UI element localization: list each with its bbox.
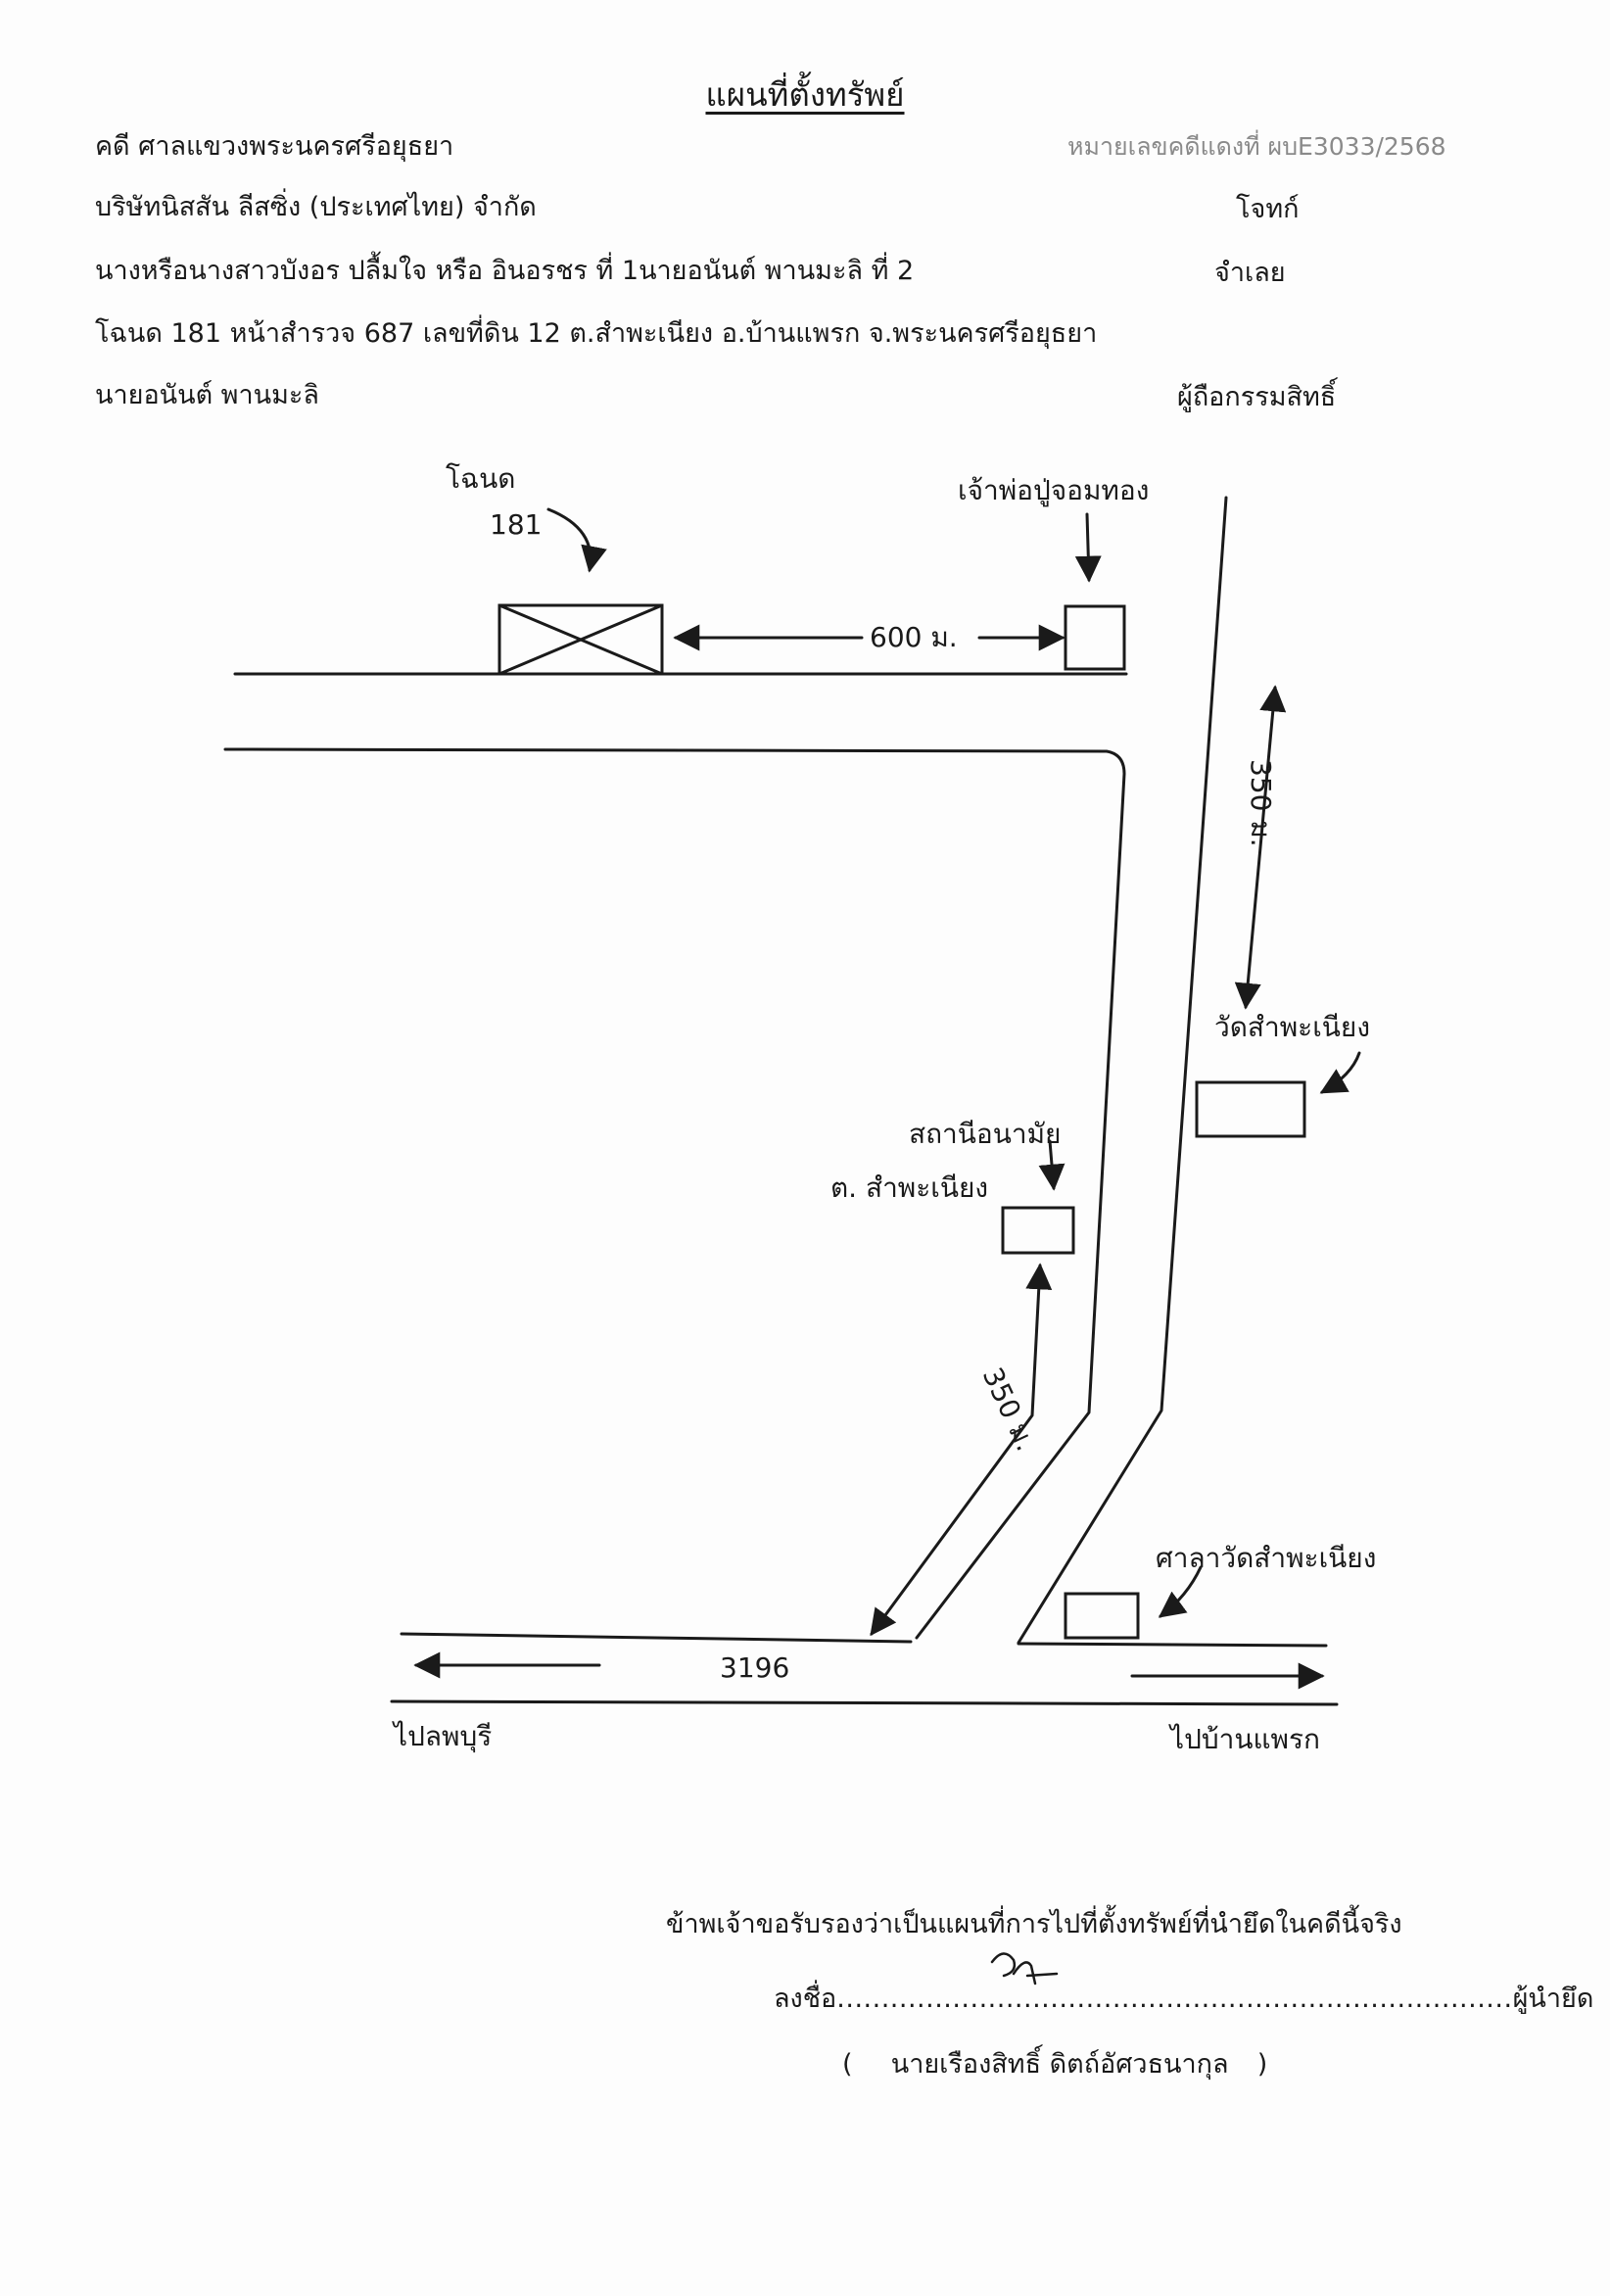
temple-label: วัดสำพะเนียง bbox=[1214, 1011, 1370, 1043]
court-line: คดี ศาลแขวงพระนครศรีอยุธยา bbox=[95, 131, 454, 162]
deed-number: 181 bbox=[490, 508, 542, 541]
distance-350-temple-arrow bbox=[1234, 685, 1287, 1010]
highway-top-edge bbox=[400, 1632, 913, 1644]
deed-line: โฉนด 181 หน้าสำรวจ 687 เลขที่ดิน 12 ต.สำ… bbox=[95, 318, 1098, 349]
defendant-name: นางหรือนางสาวบังอร ปลื้มใจ หรือ อินอรชร … bbox=[95, 256, 915, 286]
defendant-role: จำเลย bbox=[1214, 258, 1286, 288]
signer-line: ( นายเรืองสิทธิ์ ดิตถ์อัศวธนากุล ) bbox=[842, 2042, 1267, 2084]
shrine-label: เจ้าพ่อปู่จอมทอง bbox=[958, 474, 1149, 507]
health-center-label-line1: สถานีอนามัย bbox=[909, 1118, 1061, 1150]
owner-role: ผู้ถือกรรมสิทธิ์ bbox=[1177, 382, 1337, 412]
to-lopburi-label: ไปลพบุรี bbox=[392, 1720, 492, 1753]
handwritten-signature bbox=[990, 1952, 1059, 1985]
shrine-building bbox=[1064, 604, 1126, 671]
upper-road-bottom-edge bbox=[223, 747, 1126, 1640]
plaintiff-role: โจทก์ bbox=[1236, 194, 1300, 224]
temple-pointer-arrow bbox=[1319, 1051, 1361, 1094]
sign-dots: ........................................… bbox=[836, 1984, 1513, 2014]
health-pointer-arrow bbox=[1038, 1139, 1065, 1191]
distance-temple-label: 350 ม. bbox=[1245, 759, 1277, 847]
distance-350-health-arrow bbox=[870, 1263, 1053, 1637]
certification-statement: ข้าพเจ้าขอรับรองว่าเป็นแผนที่การไปที่ตั้… bbox=[666, 1909, 1402, 1939]
road-number-label: 3196 bbox=[720, 1651, 789, 1684]
document-title: แผนที่ตั้งทรัพย์ bbox=[705, 75, 905, 114]
pavilion-building bbox=[1064, 1592, 1140, 1640]
pavilion-label: ศาลาวัดสำพะเนียง bbox=[1156, 1542, 1376, 1574]
sign-prefix: ลงชื่อ bbox=[774, 1984, 837, 2014]
deed-label: โฉนด bbox=[446, 462, 515, 495]
main-road-right-edge bbox=[1017, 496, 1228, 1645]
signer-open-paren: ( bbox=[842, 2049, 853, 2080]
owner-name: นายอนันต์ พานมะลิ bbox=[95, 380, 319, 410]
signer-close-paren: ) bbox=[1256, 2049, 1268, 2080]
signature-line: ลงชื่อ..................................… bbox=[774, 1977, 1593, 2019]
health-center-building bbox=[1001, 1206, 1075, 1255]
to-banphraek-label: ไปบ้านแพรก bbox=[1168, 1723, 1320, 1755]
highway-bottom-edge bbox=[390, 1699, 1339, 1706]
case-number: หมายเลขคดีแดงที่ ผบE3033/2568 bbox=[1067, 132, 1446, 161]
health-center-label-line2: ต. สำพะเนียง bbox=[830, 1172, 988, 1204]
deed-181-plot-cross bbox=[498, 603, 663, 676]
sign-suffix: ผู้นำยึด bbox=[1512, 1984, 1594, 2014]
deed-pointer-arrow bbox=[546, 507, 607, 573]
deed-181-plot bbox=[497, 603, 664, 676]
highway-right-top-edge bbox=[1017, 1642, 1328, 1648]
signer-name: นายเรืองสิทธิ์ ดิตถ์อัศวธนากุล bbox=[890, 2049, 1229, 2080]
distance-shrine-label: 600 ม. bbox=[870, 621, 958, 653]
pavilion-pointer-arrow bbox=[1158, 1565, 1203, 1618]
plaintiff-name: บริษัทนิสสัน ลีสซิ่ง (ประเทศไทย) จำกัด bbox=[95, 192, 537, 222]
shrine-pointer-arrow bbox=[1074, 512, 1102, 583]
temple-building bbox=[1195, 1080, 1306, 1138]
